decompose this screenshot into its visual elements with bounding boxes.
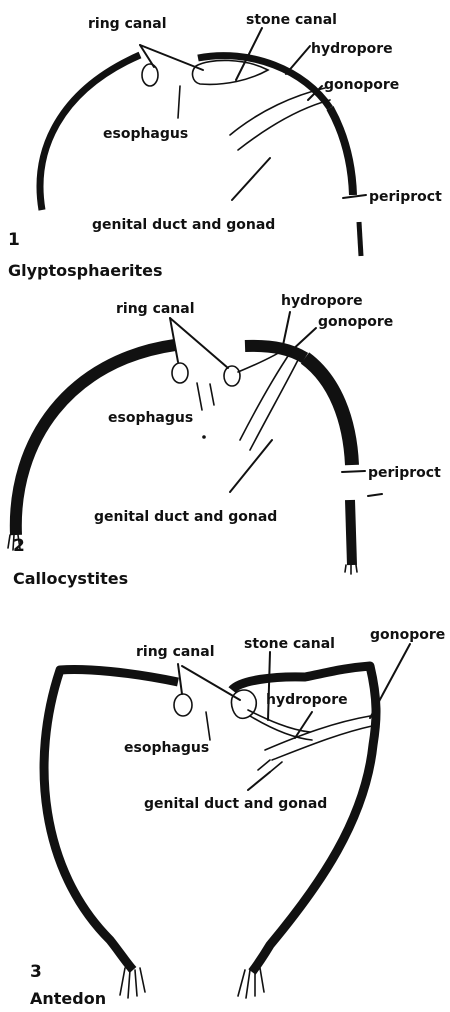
ring-canal-oval-left — [174, 694, 192, 716]
esophagus-line — [206, 712, 210, 740]
label-esophagus: esophagus — [103, 126, 188, 142]
genital-duct-line-2 — [250, 356, 300, 450]
genital-duct-leader — [248, 772, 270, 790]
theca-wall-left — [16, 345, 175, 535]
pore-dot — [202, 435, 206, 439]
periproct-wall — [359, 222, 361, 256]
figure-name: Antedon — [30, 989, 106, 1008]
figure-1: ring canal stone canal hydropore gonopor… — [8, 12, 442, 280]
theca-wall-right — [330, 108, 353, 195]
gonopore-leader — [290, 328, 316, 352]
label-ring-canal: ring canal — [88, 16, 167, 32]
label-genital-duct: genital duct and gonad — [144, 796, 327, 812]
periproct-leader-2 — [368, 494, 382, 496]
label-stone-canal: stone canal — [246, 12, 337, 28]
theca-wall-right — [305, 358, 352, 465]
periproct-leader — [342, 471, 365, 472]
hydropore-leader — [286, 46, 310, 74]
figure-number: 1 — [8, 230, 20, 250]
genital-duct-line-1 — [240, 350, 292, 440]
gonopore-duct-1 — [265, 716, 370, 750]
ring-canal-oval-left — [172, 363, 188, 383]
ring-canal-oval-right — [231, 690, 256, 718]
label-periproct: periproct — [368, 465, 441, 481]
genital-duct-leader — [232, 158, 270, 200]
frayed-base-right — [345, 565, 357, 574]
frayed-base-left — [120, 968, 145, 998]
label-esophagus: esophagus — [124, 740, 209, 756]
figure-2: ring canal hydropore gonopore esophagus … — [8, 293, 441, 588]
label-hydropore: hydropore — [266, 692, 348, 708]
label-gonopore: gonopore — [324, 77, 399, 93]
cup-wall-left — [44, 670, 178, 971]
label-genital-duct: genital duct and gonad — [94, 509, 277, 525]
figure-number: 3 — [30, 962, 42, 982]
label-gonopore: gonopore — [318, 314, 393, 330]
esophagus-line-2 — [210, 384, 214, 405]
stone-canal-leader — [268, 652, 270, 720]
figure-name: Glyptosphaerites — [8, 261, 163, 280]
esophagus-line — [178, 86, 180, 118]
figure-number: 2 — [13, 536, 25, 556]
ring-canal-leader-2 — [140, 45, 203, 70]
label-gonopore: gonopore — [370, 627, 445, 643]
label-genital-duct: genital duct and gonad — [92, 217, 275, 233]
label-ring-canal: ring canal — [116, 301, 195, 317]
esophagus-line-1 — [197, 383, 202, 410]
label-hydropore: hydropore — [311, 41, 393, 57]
genital-duct-line-2 — [238, 100, 330, 150]
gonopore-duct-2 — [272, 726, 372, 760]
periproct-wall — [350, 500, 352, 565]
stone-canal-bulb — [193, 60, 268, 84]
figure-3: ring canal stone canal gonopore hydropor… — [30, 627, 445, 1008]
ring-canal-oval-right — [224, 366, 240, 386]
label-esophagus: esophagus — [108, 410, 193, 426]
ring-canal-oval — [142, 64, 158, 86]
label-hydropore: hydropore — [281, 293, 363, 309]
genital-duct-stroke-2 — [270, 762, 282, 772]
label-stone-canal: stone canal — [244, 636, 335, 652]
label-periproct: periproct — [369, 189, 442, 205]
theca-wall-top-right — [198, 56, 330, 108]
frayed-base-right — [238, 968, 264, 998]
ring-canal-leader-2 — [182, 666, 240, 700]
genital-duct-stroke-1 — [258, 760, 270, 770]
periproct-leader — [343, 195, 366, 198]
figure-name: Callocystites — [13, 569, 128, 588]
label-ring-canal: ring canal — [136, 644, 215, 660]
genital-duct-line-1 — [230, 88, 325, 135]
